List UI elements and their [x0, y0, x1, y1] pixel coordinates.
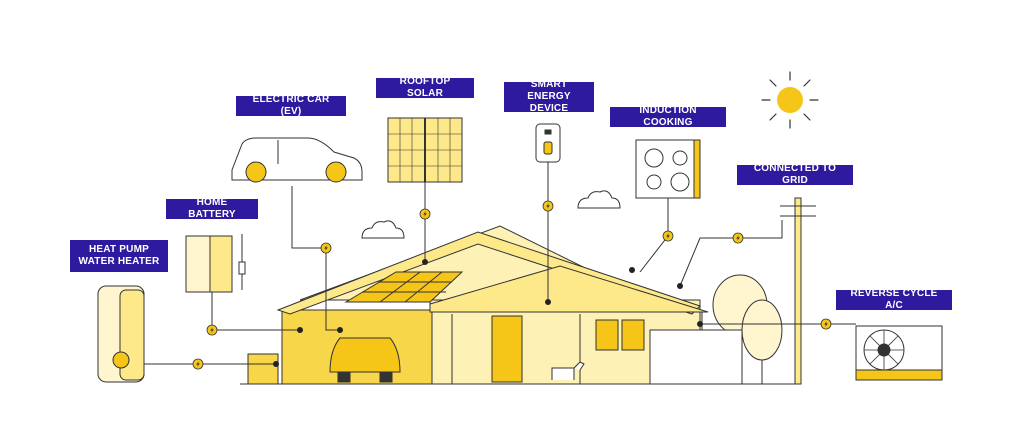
- label-heat-pump-line-2: WATER HEATER: [78, 256, 160, 267]
- bolt-icon: [192, 358, 204, 370]
- battery-illustration: [185, 234, 246, 293]
- bolt-icon: [542, 200, 554, 212]
- house: [247, 225, 743, 385]
- sun-icon: [761, 71, 819, 129]
- label-rooftop-solar-text: ROOFTOP SOLAR: [399, 76, 451, 99]
- electric-car-illustration: [231, 137, 363, 183]
- label-induction-cooking: INDUCTION COOKING: [610, 105, 726, 128]
- ac-unit-illustration: [855, 325, 943, 381]
- bolt-icon: [419, 208, 431, 220]
- cloud-icon: [577, 190, 621, 209]
- label-reverse-cycle-ac-text: REVERSE CYCLE A/C: [850, 288, 938, 311]
- cloud-icon: [361, 220, 405, 239]
- connection-dots: [273, 259, 703, 367]
- label-smart-device-line-2: DEVICE: [529, 103, 569, 114]
- induction-cooktop-illustration: [635, 139, 701, 199]
- label-induction-cooking-text: INDUCTION COOKING: [639, 105, 697, 128]
- bolt-icon: [732, 232, 744, 244]
- label-reverse-cycle-ac: REVERSE CYCLE A/C: [836, 288, 952, 311]
- bolt-icon: [820, 318, 832, 330]
- water-heater-illustration: [97, 285, 145, 383]
- label-heat-pump-line-1: HEAT PUMP: [89, 244, 149, 255]
- dog: [551, 361, 585, 380]
- label-smart-device-line-1: SMART ENERGY: [527, 79, 571, 102]
- label-connected-to-grid-text: CONNECTED TO GRID: [753, 163, 837, 186]
- label-home-battery-text: HOME BATTERY: [188, 197, 236, 220]
- label-smart-energy-device: SMART ENERGY DEVICE: [504, 79, 594, 114]
- bolt-icon: [320, 242, 332, 254]
- label-electric-car: ELECTRIC CAR (EV): [236, 94, 346, 117]
- smart-device-illustration: [535, 123, 561, 163]
- label-connected-to-grid: CONNECTED TO GRID: [737, 163, 853, 186]
- label-home-battery: HOME BATTERY: [166, 197, 258, 220]
- solar-panel-illustration: [387, 117, 463, 183]
- label-heat-pump-water-heater: HEAT PUMP WATER HEATER: [70, 240, 168, 272]
- label-electric-car-text: ELECTRIC CAR (EV): [252, 94, 330, 117]
- bolt-icon: [206, 324, 218, 336]
- power-pole: [780, 197, 816, 385]
- label-rooftop-solar: ROOFTOP SOLAR: [376, 76, 474, 99]
- bolt-icon: [662, 230, 674, 242]
